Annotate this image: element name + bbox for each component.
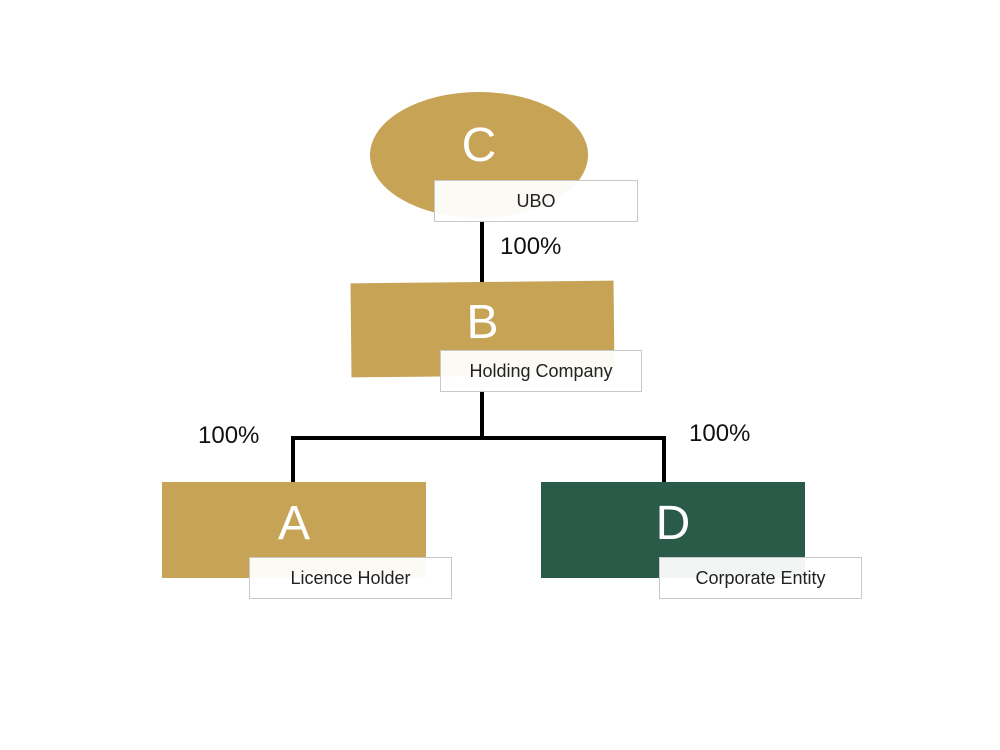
node-c-letter: C — [461, 119, 497, 172]
edge-b-to-d-percent: 100% — [689, 420, 751, 447]
node-b-label: Holding Company — [440, 350, 642, 392]
node-d-label: Corporate Entity — [659, 557, 862, 599]
edge-c-to-b-percent: 100% — [500, 233, 562, 260]
edge-b-to-a-percent: 100% — [198, 422, 260, 449]
node-d-letter: D — [655, 497, 691, 550]
node-c-label: UBO — [434, 180, 638, 222]
node-a-letter: A — [277, 497, 310, 550]
node-a-label: Licence Holder — [249, 557, 452, 599]
node-b-letter: B — [466, 295, 499, 350]
